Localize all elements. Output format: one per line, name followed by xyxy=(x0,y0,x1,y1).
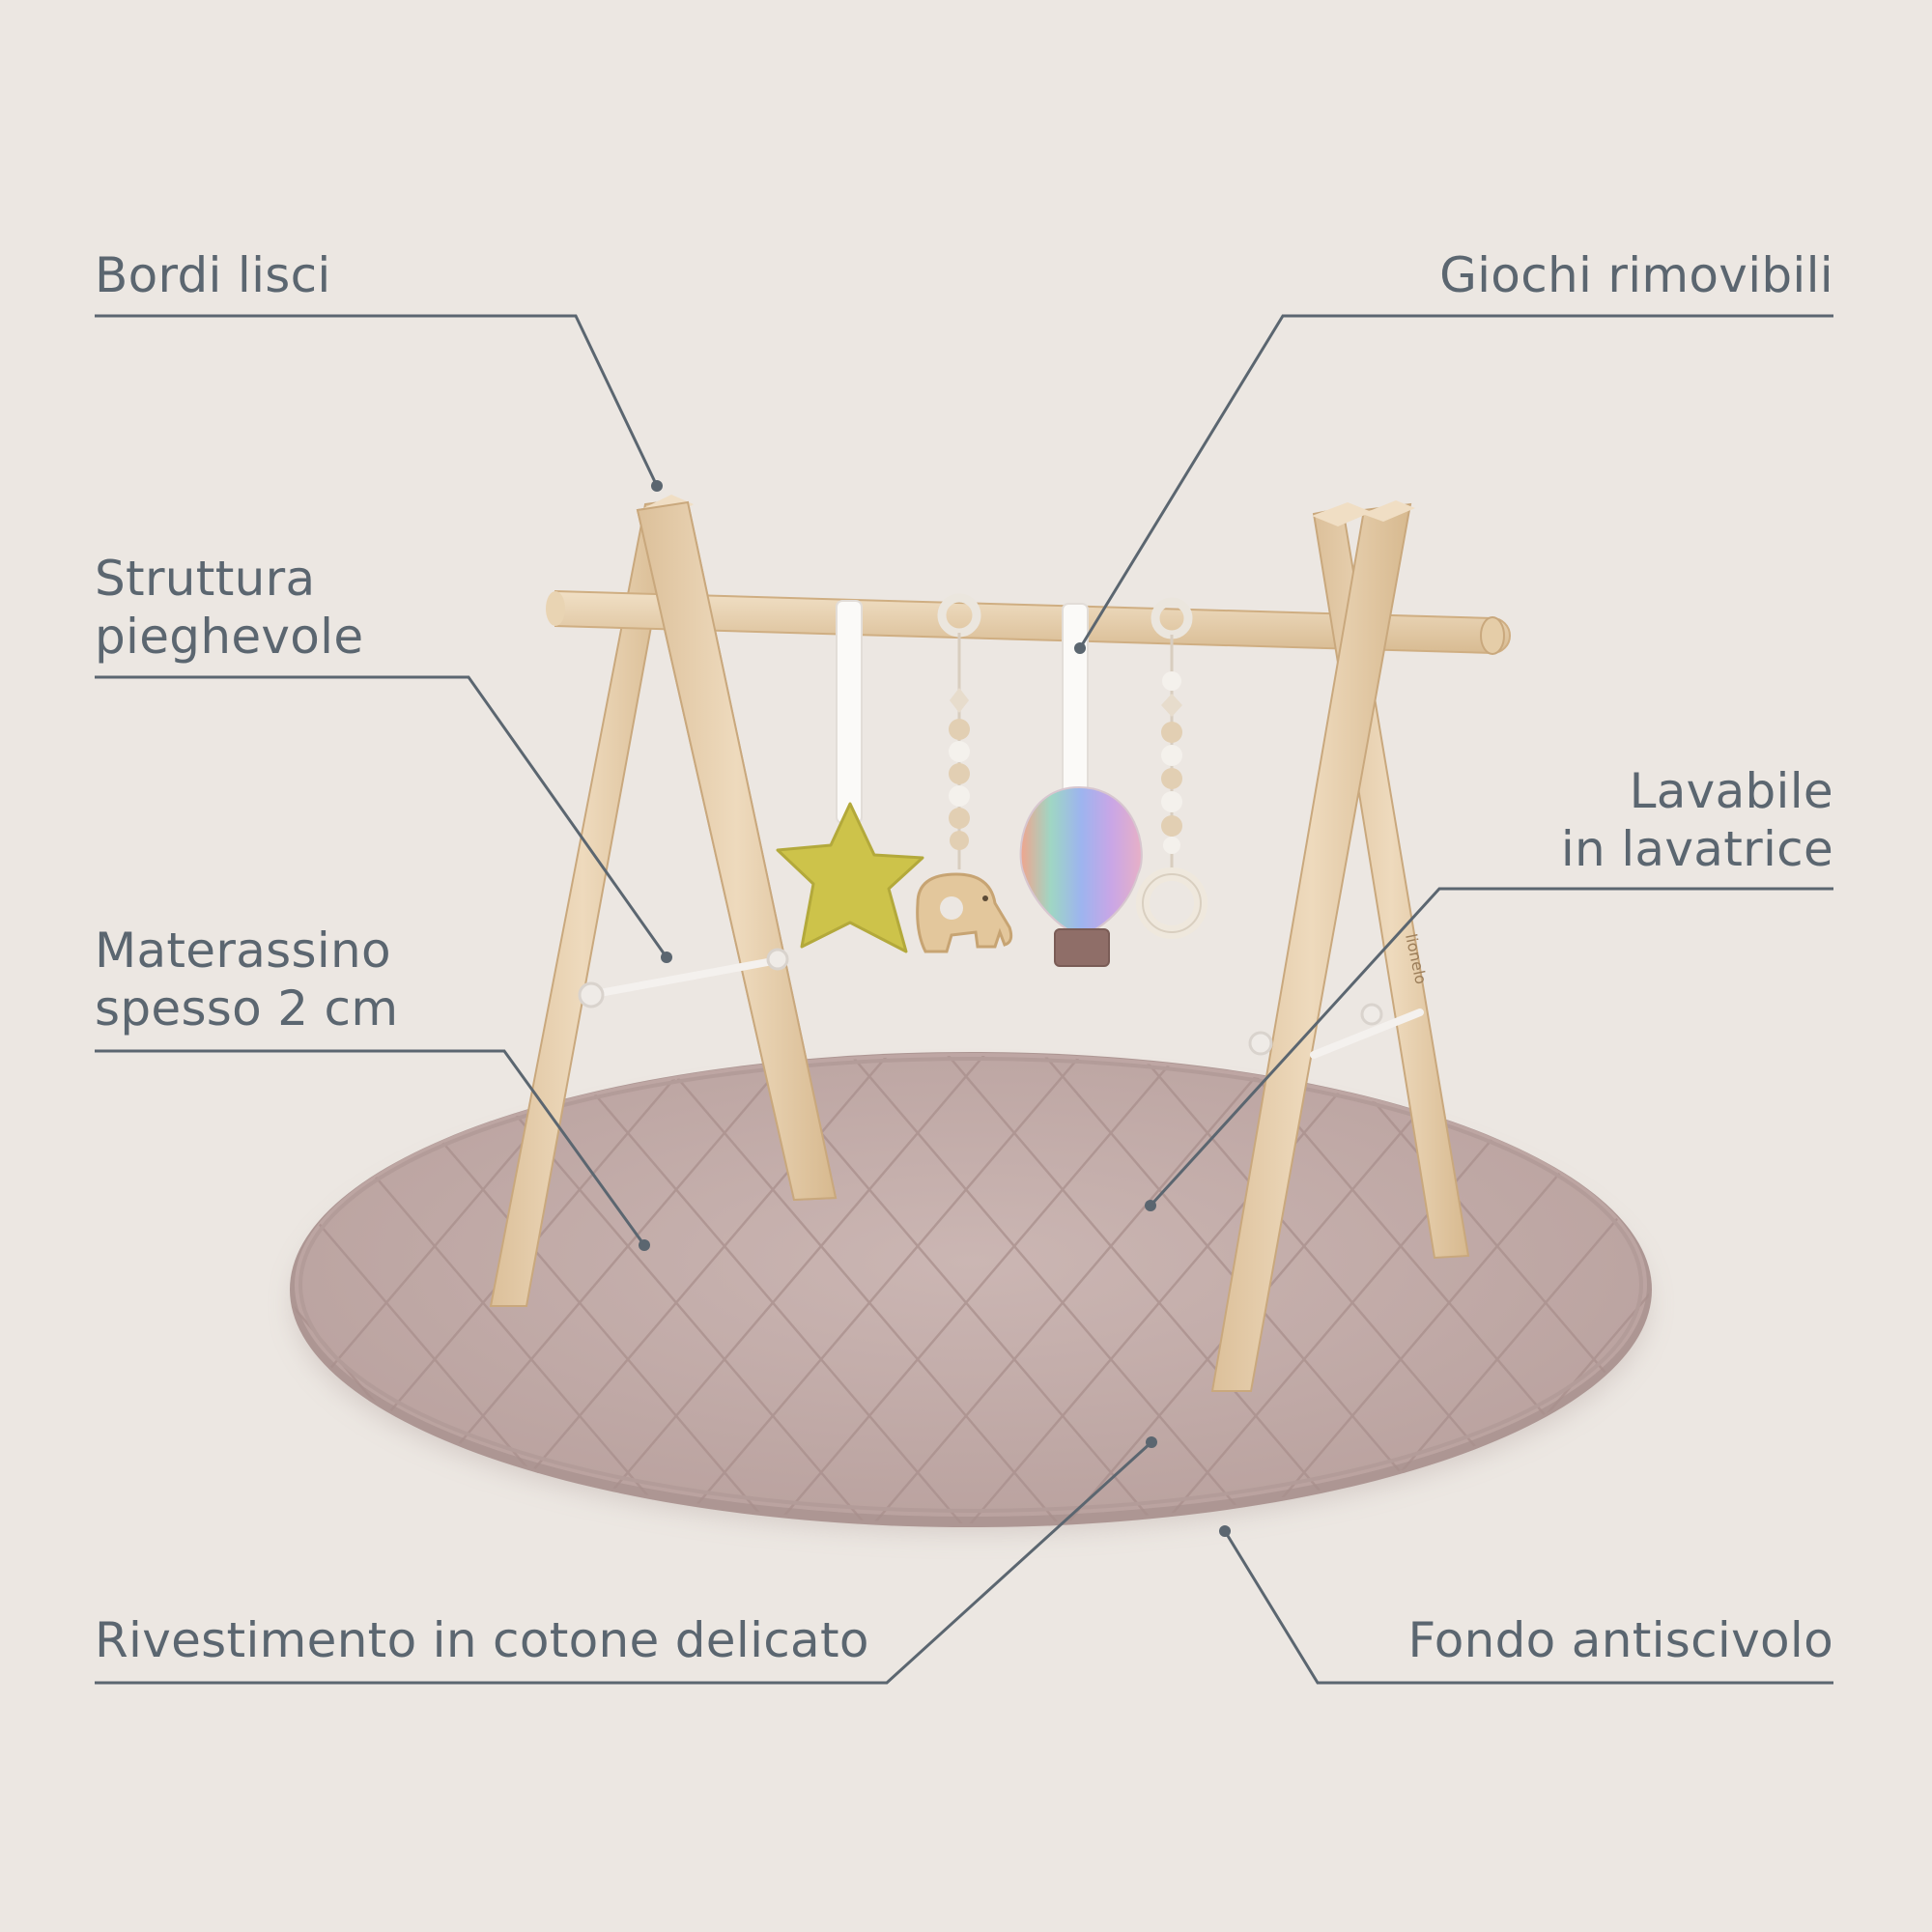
label-struttura-pieghevole: Struttura pieghevole xyxy=(95,550,363,666)
right-wooden-frame: lionelo xyxy=(1210,500,1470,1392)
wooden-bar xyxy=(546,589,1511,655)
label-struttura-line2: pieghevole xyxy=(95,609,364,665)
label-materassino-spesso: Materassino spesso 2 cm xyxy=(95,922,398,1037)
label-rivestimento-cotone: Rivestimento in cotone delicato xyxy=(95,1612,869,1668)
label-struttura-line1: Struttura xyxy=(95,551,316,607)
label-bordi-lisci: Bordi lisci xyxy=(95,247,331,303)
label-giochi-rimovibili: Giochi rimovibili xyxy=(1439,247,1833,303)
label-materassino-line1: Materassino xyxy=(95,923,391,979)
elephant-teether-toy xyxy=(916,593,1013,953)
star-toy xyxy=(776,600,924,953)
ring-teether-toy xyxy=(1136,597,1208,939)
left-rope xyxy=(578,948,789,1009)
hot-air-balloon-toy xyxy=(1019,603,1143,967)
right-rope xyxy=(1248,1003,1424,1059)
callout-leader-lines xyxy=(95,314,1833,1685)
label-fondo-antiscivolo: Fondo antiscivolo xyxy=(1407,1612,1833,1668)
label-lavabile-in-lavatrice: Lavabile in lavatrice xyxy=(1561,762,1833,878)
label-materassino-line2: spesso 2 cm xyxy=(95,980,399,1037)
label-lavabile-line2: in lavatrice xyxy=(1560,821,1833,877)
label-lavabile-line1: Lavabile xyxy=(1629,763,1833,819)
callout-dots xyxy=(639,480,1231,1537)
